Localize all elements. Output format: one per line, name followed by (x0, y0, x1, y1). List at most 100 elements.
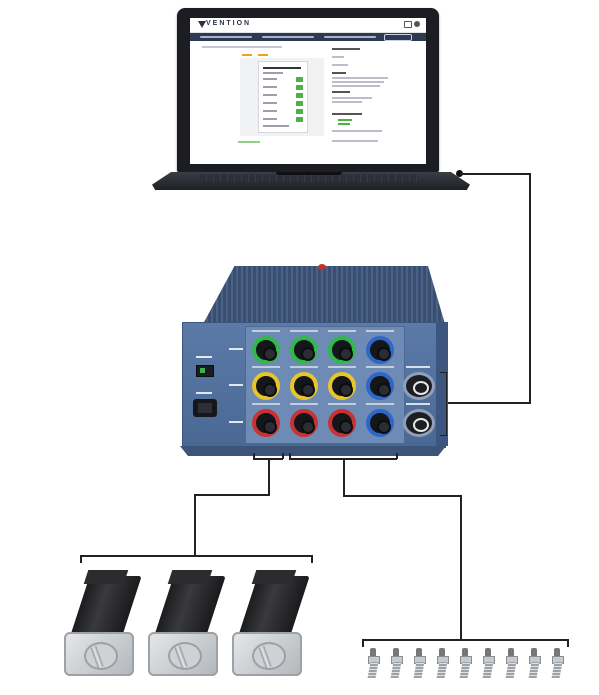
motor-cap (167, 570, 213, 584)
side-panel-line (332, 81, 384, 83)
port-label (366, 366, 394, 368)
blue-connector-port (366, 409, 394, 437)
side-panel-line (332, 97, 372, 99)
sensor-thread (528, 662, 540, 678)
switch-label (196, 356, 212, 358)
sensor-thread (413, 662, 425, 678)
wire-laptop (529, 173, 531, 403)
usb-port (403, 409, 435, 437)
sensor-top (393, 648, 399, 656)
side-panel-line (332, 140, 378, 142)
side-panel-line (332, 130, 382, 132)
motors-bracket (311, 555, 313, 563)
controller-base (180, 446, 446, 456)
document-page (258, 61, 308, 133)
port-label (406, 403, 430, 405)
proximity-sensor (389, 648, 403, 682)
side-panel-heading (332, 72, 346, 74)
controller-top-vents (203, 266, 445, 324)
doc-tab[interactable] (258, 54, 268, 56)
side-panel-line (332, 85, 380, 87)
wire-motors (194, 494, 270, 496)
cart-icon[interactable] (404, 21, 412, 28)
port-label (252, 366, 280, 368)
power-inlet (193, 399, 217, 417)
side-panel-link[interactable] (338, 123, 350, 125)
sensor-thread (551, 662, 563, 678)
breadcrumb (202, 46, 282, 48)
port-label (290, 403, 318, 405)
doc-line (263, 118, 277, 120)
bracket-motors (253, 453, 255, 459)
wire-laptop (460, 173, 530, 175)
proximity-sensor (550, 648, 564, 682)
bracket-sensors (289, 453, 291, 459)
proximity-sensor (481, 648, 495, 682)
yellow-connector-port (252, 372, 280, 400)
connection-point (456, 170, 463, 177)
wire-sensors (460, 495, 462, 640)
side-panel-title (332, 48, 360, 50)
side-panel-line (332, 77, 388, 79)
status-light-icon (318, 264, 326, 270)
port-label (252, 403, 280, 405)
wire-sensors (343, 459, 345, 496)
sensor-thread (436, 662, 448, 678)
sensor-thread (390, 662, 402, 678)
green-connector-port (290, 336, 318, 364)
sensor-thread (459, 662, 471, 678)
sensor-top (370, 648, 376, 656)
port-label (366, 330, 394, 332)
port-label (290, 330, 318, 332)
sensor-top (531, 648, 537, 656)
wire-motors (194, 494, 196, 556)
user-icon[interactable] (414, 21, 420, 27)
port-label (366, 403, 394, 405)
stepper-motor (226, 566, 318, 676)
nav-item[interactable] (200, 36, 252, 38)
power-switch[interactable] (196, 365, 214, 377)
green-link[interactable] (238, 141, 260, 143)
port-label (328, 403, 356, 405)
sensor-top (508, 648, 514, 656)
proximity-sensor (527, 648, 541, 682)
sensor-top (462, 648, 468, 656)
sensor-top (485, 648, 491, 656)
controller-side (436, 322, 448, 446)
motor-cap (251, 570, 297, 584)
doc-line (263, 125, 289, 127)
sensors-bracket (362, 639, 364, 647)
doc-tab[interactable] (242, 54, 252, 56)
bracket-network (440, 372, 447, 436)
proximity-sensor (504, 648, 518, 682)
yellow-connector-port (328, 372, 356, 400)
row-label (229, 384, 243, 386)
ethernet-port (403, 372, 435, 400)
bracket-sensors (396, 453, 398, 459)
brand-logo-icon (198, 21, 206, 28)
stepper-motor (142, 566, 234, 676)
sensor-thread (367, 662, 379, 678)
side-panel-line (332, 64, 348, 66)
doc-line (263, 110, 277, 112)
green-connector-port (252, 336, 280, 364)
nav-item[interactable] (262, 36, 314, 38)
doc-line (263, 102, 277, 104)
stepper-motor (58, 566, 150, 676)
wire-laptop (447, 402, 531, 404)
doc-status-cell (296, 101, 303, 106)
side-panel-link[interactable] (338, 119, 352, 121)
nav-button[interactable] (384, 33, 412, 41)
doc-status-cell (296, 93, 303, 98)
brand-name: VENTION (206, 20, 252, 27)
laptop-hinge (276, 172, 342, 175)
nav-item[interactable] (324, 36, 376, 38)
port-label (290, 366, 318, 368)
doc-status-cell (296, 117, 303, 122)
bracket-sensors (289, 458, 397, 460)
proximity-sensor (412, 648, 426, 682)
port-label (406, 366, 430, 368)
doc-status-cell (296, 85, 303, 90)
sensors-bracket (567, 639, 569, 647)
doc-line (263, 86, 277, 88)
